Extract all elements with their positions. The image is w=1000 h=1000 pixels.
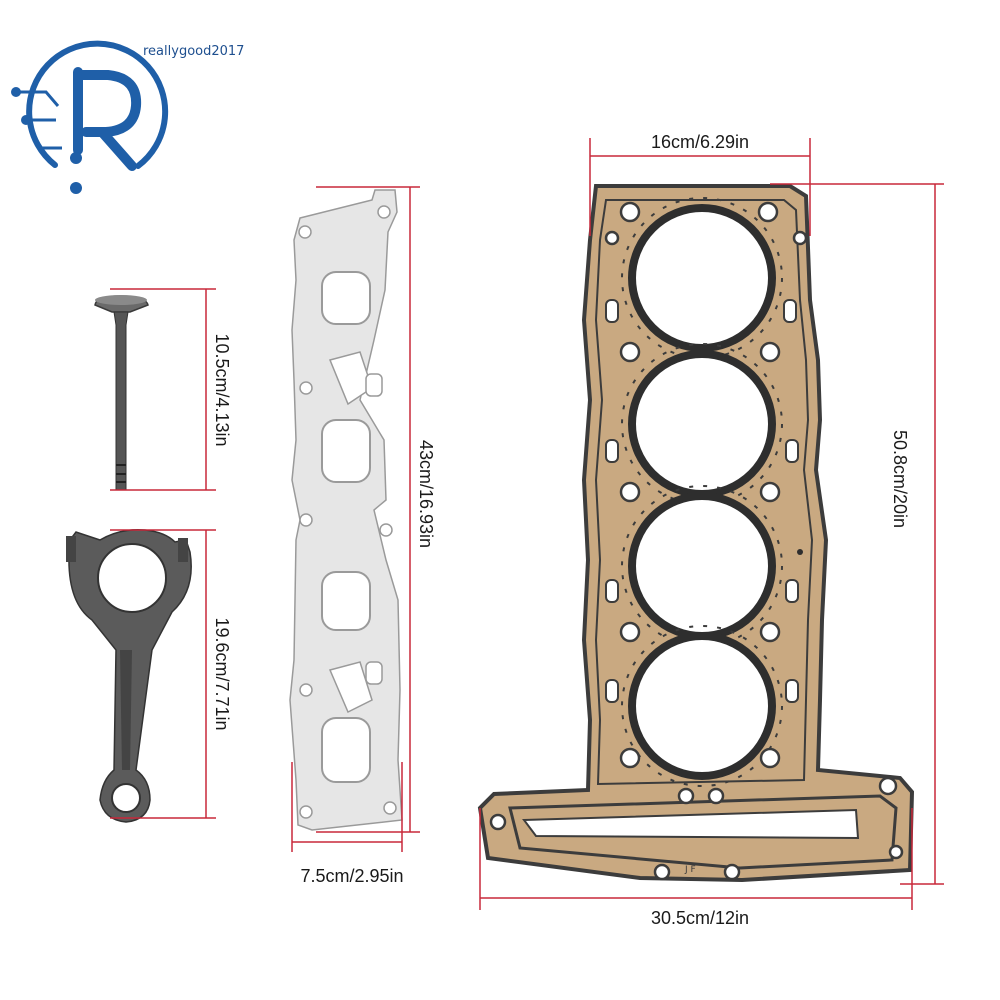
- brand-logo: [11, 40, 169, 194]
- head-bottom-width-label: 30.5cm/12in: [651, 908, 749, 928]
- engine-valve: [94, 295, 149, 491]
- manifold-gasket: [289, 189, 403, 831]
- head-gasket: [477, 184, 915, 883]
- valve-height-label: 10.5cm/4.13in: [212, 333, 232, 446]
- manifold-height-label: 43cm/16.93in: [416, 440, 436, 548]
- dimension-lines: [110, 138, 944, 910]
- connecting-rod: [66, 528, 192, 823]
- gasket-marking: J F: [684, 865, 696, 875]
- manifold-width-label: 7.5cm/2.95in: [300, 866, 403, 886]
- head-height-label: 50.8cm/20in: [890, 430, 910, 528]
- brand-watermark: reallygood2017: [143, 44, 244, 59]
- rod-height-label: 19.6cm/7.71in: [212, 617, 232, 730]
- head-top-width-label: 16cm/6.29in: [651, 132, 749, 152]
